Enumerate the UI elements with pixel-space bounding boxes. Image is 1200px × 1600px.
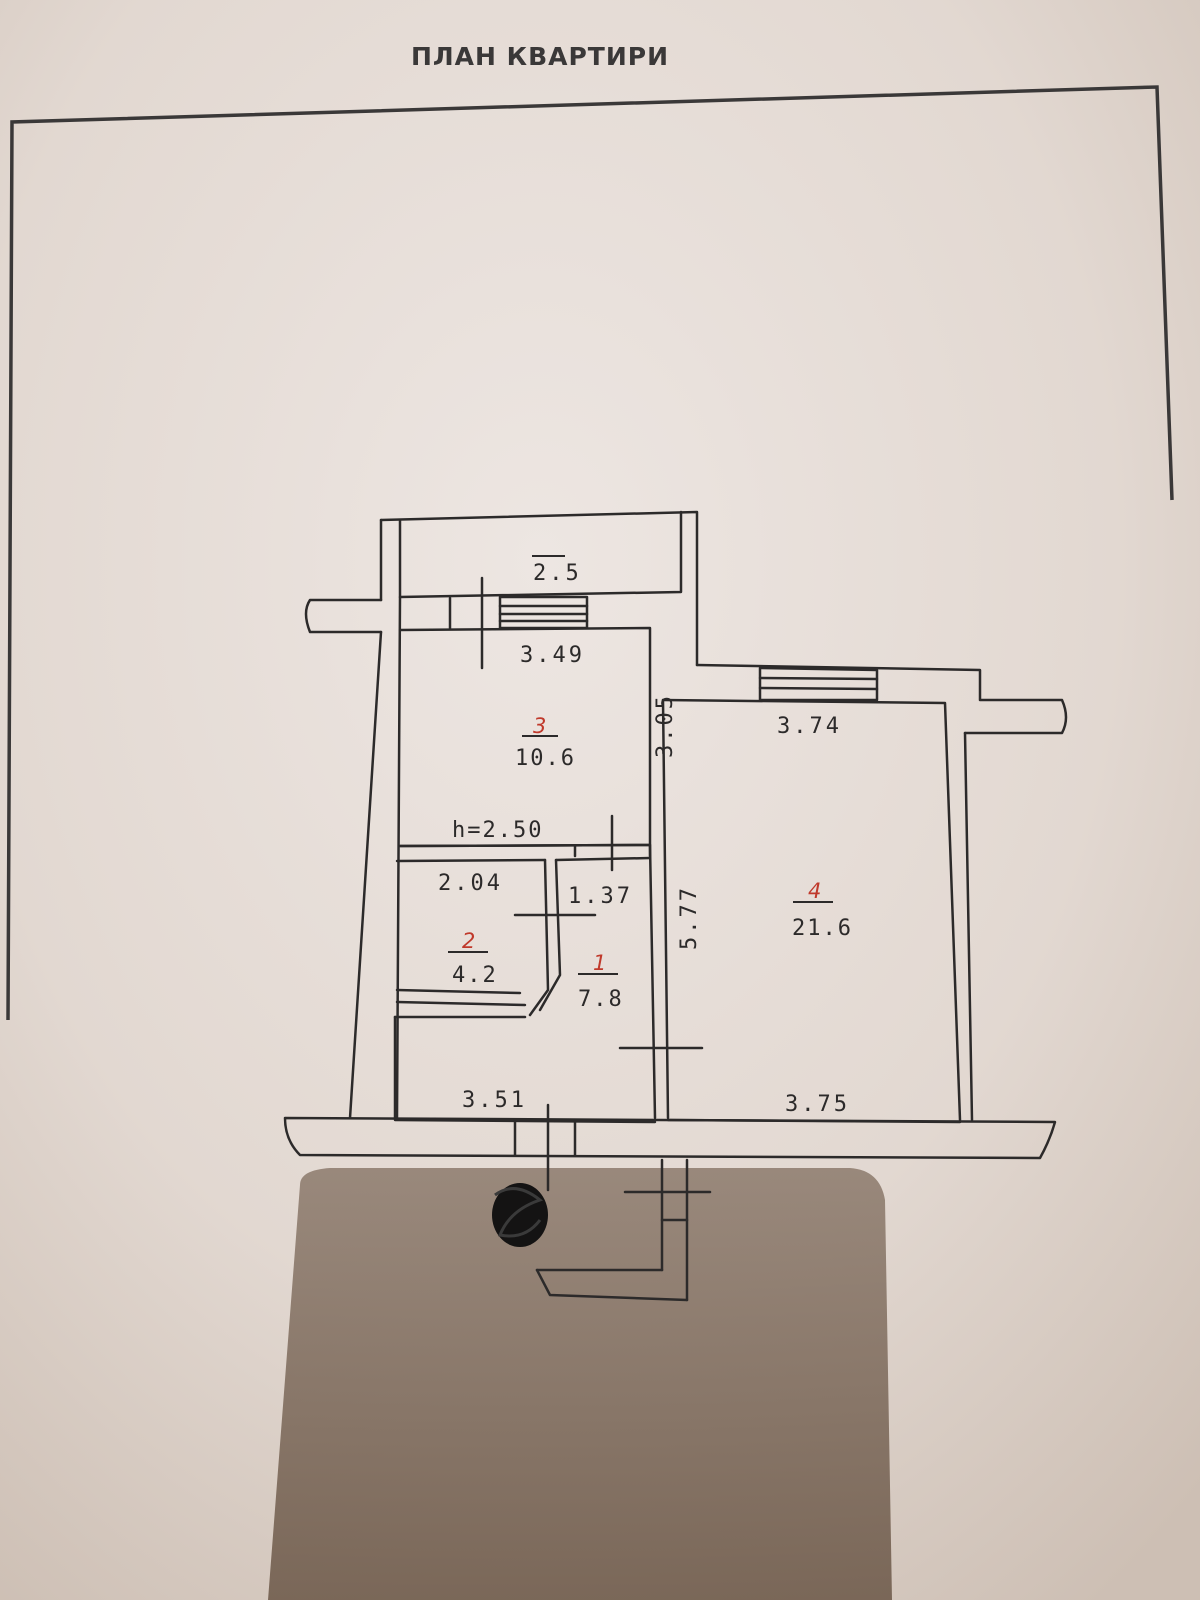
left-wall [304,595,402,1120]
room-2-label: 2 4.2 [448,929,498,988]
room-2-width-label: 2.04 [438,871,503,896]
room-4-area: 21.6 [792,916,853,941]
room-2-number: 2 [462,929,475,953]
hall-width-label: 1.37 [568,884,633,909]
room-3-length-label: 3.05 [653,693,678,758]
ceiling-height-label: h=2.50 [452,818,543,843]
room-4-length-label: 5.77 [677,885,702,950]
room-3-number: 3 [533,714,546,738]
room-3-width-label: 3.49 [520,643,585,668]
room-2-area: 4.2 [452,963,498,988]
scribble-mark [492,1183,548,1247]
page-title: ПЛАН КВАРТИРИ [410,42,670,71]
room-4-number: 4 [808,879,821,903]
room-4-bottom-label: 3.75 [785,1092,850,1117]
room-3-area: 10.6 [515,746,576,771]
room-1-area: 7.8 [578,987,624,1012]
room-2-walls [395,856,652,1017]
page-border [6,85,1174,1021]
room-4-top-wall [695,663,1068,735]
camera-shadow [268,1168,892,1600]
room-4-label: 4 21.6 [792,879,853,941]
room-3-label: 3 10.6 [515,714,576,771]
balcony [379,510,699,667]
room-1-number: 1 [593,951,606,975]
room-1-label: 1 7.8 [578,951,624,1012]
room-4-top-label: 3.74 [777,714,842,739]
balcony-area-label: 2.5 [533,561,582,586]
entrance-porch [535,1158,712,1302]
room-4-walls [618,698,974,1122]
corridor-walls [283,1015,1057,1192]
corridor-width-label: 3.51 [462,1088,527,1113]
